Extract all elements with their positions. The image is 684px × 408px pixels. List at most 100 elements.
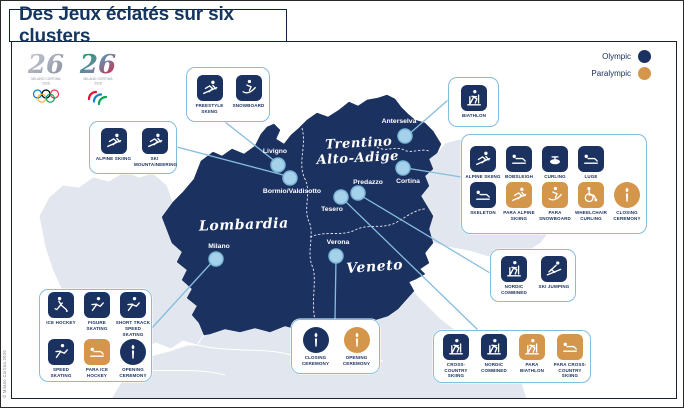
sport-label: WHEELCHAIR CURLING	[575, 210, 607, 221]
sport-figure-skating[interactable]: FIGURE SKATING	[79, 291, 115, 338]
para-alpine-skiing-icon	[506, 182, 532, 209]
credit-text: © Milano Cortina 2026	[2, 349, 7, 398]
legend-item-olympic: Olympic	[501, 48, 651, 65]
host-regions-landmass	[161, 94, 442, 336]
sport-alpine-skiing[interactable]: ALPINE SKIING	[93, 127, 134, 168]
sport-label: NORDIC COMBINED	[501, 283, 527, 295]
para-snowboard-icon	[542, 182, 568, 209]
title-box: Des Jeux éclatés sur six clusters	[9, 4, 287, 47]
snowboard-icon	[235, 74, 262, 101]
sport-wheelchair-curling[interactable]: WHEELCHAIR CURLING	[573, 182, 609, 222]
legend: Olympic Paralympic	[501, 48, 651, 82]
cross-country-skiing-icon	[443, 333, 469, 360]
sport-label: SHORT TRACK SPEED SKATING	[115, 319, 151, 337]
sport-ski-jumping[interactable]: SKI JUMPING	[534, 255, 574, 296]
biathlon-icon	[461, 85, 487, 112]
sport-label: ALPINE SKIING	[465, 174, 501, 180]
city-label-predazzo: Predazzo	[353, 179, 383, 186]
sport-label: ICE HOCKEY	[46, 319, 76, 325]
city-label-milano: Milano	[208, 243, 230, 250]
alpine-skiing-icon	[100, 127, 127, 154]
freestyle-skiing-icon	[196, 74, 223, 101]
opening-ceremony-icon	[120, 339, 146, 366]
nordic-combined-icon	[501, 255, 527, 282]
games-logos: 26 MILANO CORTINA 2026 26 MILANO CORTINA…	[25, 49, 125, 116]
sport-opening-ceremony[interactable]: OPENING CEREMONY	[336, 326, 377, 367]
sport-biathlon[interactable]: BIATHLON	[452, 85, 496, 119]
closing-ceremony-icon	[302, 326, 329, 353]
sport-label: PARA ICE HOCKEY	[85, 367, 109, 379]
sport-nordic-combined[interactable]: NORDIC COMBINED	[475, 333, 513, 380]
sport-alpine-skiing[interactable]: ALPINE SKIING	[465, 146, 501, 180]
curling-icon	[542, 146, 568, 173]
sport-skeleton[interactable]: SKELETON	[465, 182, 501, 222]
sport-label: OPENING CEREMONY	[342, 354, 371, 366]
para-cross-country-skiing-icon	[557, 333, 583, 360]
sport-bobsleigh[interactable]: BOBSLEIGH	[501, 146, 537, 180]
olympic-logo-caption: MILANO CORTINA	[31, 77, 61, 81]
connector-line	[407, 99, 449, 136]
speed-skating-icon	[48, 339, 74, 366]
sport-opening-ceremony[interactable]: OPENING CEREMONY	[115, 339, 151, 379]
figure-skating-icon	[84, 291, 110, 318]
sport-label: SKI JUMPING	[538, 283, 570, 289]
sport-speed-skating[interactable]: SPEED SKATING	[43, 339, 79, 379]
sport-label: OPENING CEREMONY	[119, 367, 147, 379]
city-label-bormio-valdisotto: Bormio/Valdisotto	[263, 188, 321, 195]
sport-label: PARA SNOWBOARD	[539, 210, 571, 221]
region-label-trentino: Trentino	[325, 134, 393, 152]
connector-line	[342, 198, 480, 332]
sport-label: SKELETON	[470, 210, 496, 216]
sport-curling[interactable]: CURLING	[537, 146, 573, 180]
sport-label: PARA CROSS-COUNTRY SKIING	[553, 361, 587, 379]
sport-label: NORDIC COMBINED	[481, 361, 507, 373]
connector-line	[224, 121, 277, 163]
verona-cluster: CLOSING CEREMONY OPENING CEREMONY	[291, 319, 380, 374]
para-biathlon-icon	[519, 333, 545, 360]
sport-cross-country-skiing[interactable]: CROSS-COUNTRY SKIING	[437, 333, 475, 380]
skeleton-icon	[470, 182, 496, 209]
city-dot-cortina[interactable]	[395, 160, 411, 176]
city-label-livigno: Livigno	[263, 148, 287, 155]
connector-line	[176, 146, 288, 177]
sport-para-alpine-skiing[interactable]: PARA ALPINE SKIING	[501, 182, 537, 222]
sport-ski-mountaineering[interactable]: SKI MOUNTAINEERING	[134, 127, 178, 168]
city-dot-predazzo[interactable]	[350, 185, 366, 201]
sport-closing-ceremony[interactable]: CLOSING CEREMONY	[609, 182, 645, 222]
sport-para-cross-country-skiing[interactable]: PARA CROSS-COUNTRY SKIING	[551, 333, 589, 380]
city-dot-anterselva[interactable]	[397, 128, 413, 144]
alpine-skiing-icon	[470, 146, 496, 173]
anterselva-cluster: BIATHLON	[448, 77, 499, 127]
connector-line	[405, 167, 462, 178]
sport-label: CROSS-COUNTRY SKIING	[444, 361, 468, 379]
sport-ice-hockey[interactable]: ICE HOCKEY	[43, 291, 79, 338]
sport-label: CLOSING CEREMONY	[613, 210, 641, 221]
region-label-veneto: Veneto	[346, 257, 404, 277]
para-ice-hockey-icon	[84, 339, 110, 366]
sport-nordic-combined[interactable]: NORDIC COMBINED	[494, 255, 534, 296]
city-dot-verona[interactable]	[328, 248, 344, 264]
sport-closing-ceremony[interactable]: CLOSING CEREMONY	[295, 326, 336, 367]
ski-jumping-icon	[541, 255, 567, 282]
city-dot-livigno[interactable]	[270, 157, 286, 173]
city-dot-tesero[interactable]	[333, 189, 349, 205]
sport-freestyle-skiing[interactable]: FREESTYLE SKIING	[190, 74, 229, 115]
city-dot-milano[interactable]	[208, 251, 224, 267]
sport-snowboard[interactable]: SNOWBOARD	[229, 74, 268, 115]
olympic-color-dot	[638, 50, 651, 63]
sport-luge[interactable]: LUGE	[573, 146, 609, 180]
city-dot-bormio-valdisotto[interactable]	[282, 170, 298, 186]
olympic-rings-icon	[32, 89, 60, 103]
sport-label: PARA ALPINE SKIING	[503, 210, 535, 221]
sport-label: BOBSLEIGH	[504, 174, 534, 180]
sport-label: SNOWBOARD	[232, 102, 265, 108]
sport-para-snowboard[interactable]: PARA SNOWBOARD	[537, 182, 573, 222]
sport-label: SKI MOUNTAINEERING	[134, 155, 178, 167]
sport-para-ice-hockey[interactable]: PARA ICE HOCKEY	[79, 339, 115, 379]
sport-para-biathlon[interactable]: PARA BIATHLON	[513, 333, 551, 380]
predazzo-cluster: NORDIC COMBINED SKI JUMPING	[490, 249, 576, 302]
svg-text:26: 26	[27, 50, 64, 80]
sport-short-track-speed-skating[interactable]: SHORT TRACK SPEED SKATING	[115, 291, 151, 338]
